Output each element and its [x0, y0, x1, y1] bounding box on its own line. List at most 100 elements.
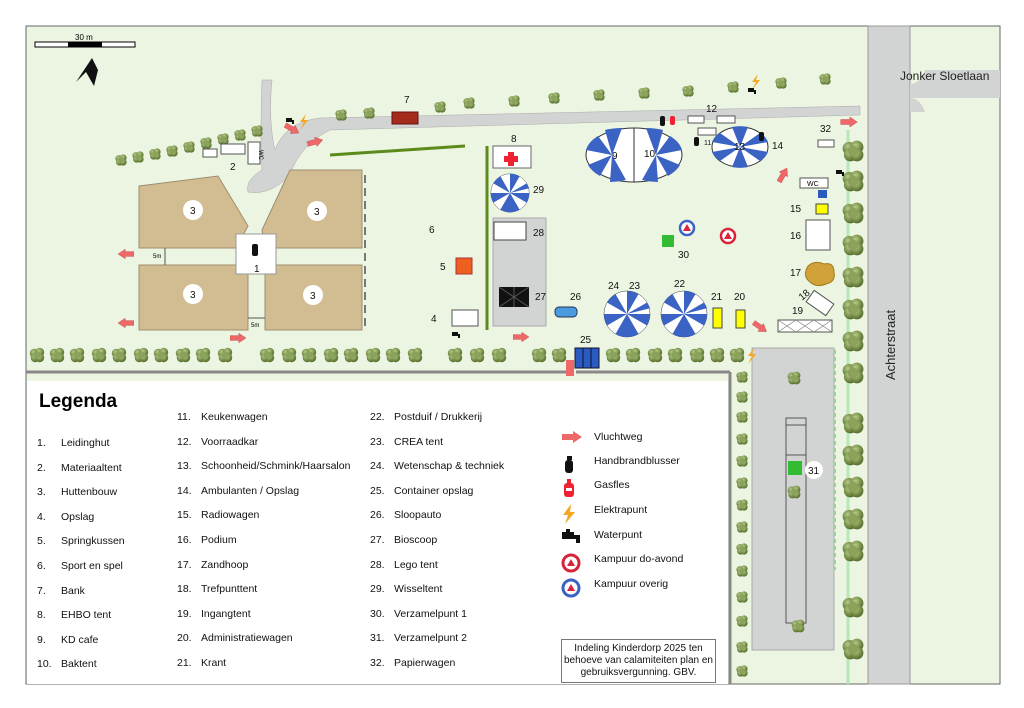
- water-tap-icon: [561, 529, 583, 546]
- marker-27: 27: [535, 292, 547, 303]
- marker-20: 20: [734, 292, 746, 303]
- legend-item-label: Voorraadkar: [201, 435, 259, 448]
- legend-item: 2.Materiaaltent: [37, 462, 122, 474]
- legend-item-number: 12.: [177, 435, 192, 448]
- marker-1: 1: [254, 264, 260, 275]
- legend-note: Indeling Kinderdorp 2025 ten behoeve van…: [561, 639, 716, 683]
- legend-item: 3. Huttenbouw: [37, 486, 117, 498]
- sand-pile: [804, 261, 835, 287]
- legend-item-label: Radiowagen: [201, 509, 260, 522]
- assembly-point-2-icon: [788, 461, 802, 475]
- legend-item-number: 8.: [37, 609, 46, 622]
- legend-item: 5. Springkussen: [37, 535, 125, 547]
- legend-symbol-row: Vluchtweg: [561, 431, 642, 446]
- legend-item: 23.CREA tent: [370, 436, 443, 448]
- marker-5: 5: [440, 262, 446, 273]
- legend-item: 8. EHBO tent: [37, 609, 111, 621]
- legend-symbol-row: Waterpunt: [561, 529, 642, 546]
- gas-bottle-icon: [670, 116, 675, 125]
- legend-item-number: 22.: [370, 411, 385, 423]
- scale-label: 30 m: [75, 33, 93, 42]
- legend-item-label: Springkussen: [61, 535, 125, 548]
- legend-symbol-row: Handbrandblusser: [561, 455, 680, 476]
- legend-item-label: Sloopauto: [394, 509, 442, 522]
- marker-10: 10: [644, 149, 656, 160]
- legend-item-number: 20.: [177, 632, 192, 645]
- legend-item-number: 6.: [37, 560, 46, 572]
- assembly-point-1-icon: [662, 235, 674, 247]
- legend-symbol-label: Waterpunt: [594, 529, 643, 541]
- marker-3: 3: [310, 291, 316, 302]
- legend-item-number: 2.: [37, 461, 46, 474]
- legend-item-number: 32.: [370, 657, 385, 669]
- legend-item-label: Bank: [61, 584, 85, 597]
- legend-symbol-row: Gasfles: [561, 479, 630, 500]
- escape-route-arrow-icon: [561, 431, 583, 446]
- legend-symbol-label: Vluchtweg: [594, 431, 643, 443]
- street-jonker-sloetlaan: Jonker Sloetlaan: [900, 69, 989, 83]
- legend-item-number: 21.: [177, 657, 192, 669]
- marker-28: 28: [533, 228, 545, 239]
- legend-item: 24.Wetenschap & techniek: [370, 460, 504, 472]
- fire-extinguisher-icon: [694, 137, 699, 146]
- marker-14: 14: [772, 141, 784, 152]
- legend-item-label: Papierwagen: [394, 657, 456, 669]
- marker-24: 24: [608, 281, 620, 292]
- legend-item: 31.Verzamelpunt 2: [370, 632, 467, 644]
- legend-item: 20.Administratiewagen: [177, 632, 293, 644]
- marker-15: 15: [790, 204, 802, 215]
- legend-item-label: Zandhoop: [201, 558, 249, 571]
- legend-item-number: 19.: [177, 607, 192, 620]
- legend-item: 12. Voorraadkar: [177, 436, 258, 448]
- legend-item-label: Sport en spel: [61, 560, 123, 572]
- legend-item-label: Opslag: [61, 510, 95, 523]
- legend-item-number: 5.: [37, 535, 46, 548]
- legend-item-label: Ambulanten / Opslag: [201, 484, 300, 497]
- water-tap-icon: [452, 332, 460, 338]
- legend-item: 18.Trefpunttent: [177, 583, 257, 595]
- north-arrow-icon: [76, 58, 98, 86]
- legend-item-label: Podium: [201, 534, 237, 546]
- legend-item: 1. Leidinghut: [37, 437, 109, 449]
- legend-item: 17. Zandhoop: [177, 559, 248, 571]
- legend-symbol-label: Handbrandblusser: [594, 455, 680, 467]
- legend-item: 13. Schoonheid/Schmink/Haarsalon: [177, 460, 350, 472]
- legend-item-label: Huttenbouw: [61, 486, 118, 499]
- wc-label-east: WC: [807, 181, 819, 188]
- legend-item: 22.Postduif / Drukkerij: [370, 411, 482, 423]
- legend-item-number: 3.: [37, 486, 46, 499]
- legend-item-label: EHBO tent: [61, 609, 112, 622]
- gas-bottle-icon: [561, 479, 577, 500]
- legend-item: 30.Verzamelpunt 1: [370, 608, 467, 620]
- marker-11: 11: [704, 140, 711, 147]
- legend-item: 32. Papierwagen: [370, 657, 455, 669]
- legend-item-number: 1.: [37, 437, 46, 449]
- legend-item: 14. Ambulanten / Opslag: [177, 485, 299, 497]
- legend-item-number: 28.: [370, 558, 385, 571]
- legend-symbol-label: Gasfles: [594, 479, 630, 491]
- legend-item-label: Schoonheid/Schmink/Haarsalon: [201, 460, 351, 473]
- marker-4: 4: [431, 314, 437, 325]
- first-aid-cross-icon: [504, 152, 518, 166]
- dim-label-south: 5m: [251, 323, 259, 329]
- electricity-icon: [300, 114, 308, 130]
- water-tap-icon: [748, 88, 756, 94]
- legend-item: 28.Lego tent: [370, 559, 438, 571]
- legend-item: 10.Baktent: [37, 658, 97, 670]
- legend-item-label: Trefpunttent: [201, 583, 258, 596]
- legend-item-number: 30.: [370, 607, 385, 620]
- legend-item-number: 23.: [370, 435, 385, 448]
- legend-item-number: 13.: [177, 460, 192, 473]
- legend-item-label: Bioscoop: [394, 534, 438, 546]
- legend-item-label: Leidinghut: [61, 437, 110, 449]
- legend-item-number: 17.: [177, 558, 192, 571]
- marker-8: 8: [511, 134, 517, 145]
- campfire-evening-icon: [561, 553, 581, 576]
- legend-item-number: 4.: [37, 510, 46, 523]
- legend-item-number: 7.: [37, 584, 46, 597]
- legend-item-number: 27.: [370, 534, 385, 546]
- legend-item-number: 14.: [177, 484, 192, 497]
- legend-item-label: KD cafe: [61, 633, 99, 646]
- legend-item-label: Wisseltent: [394, 583, 443, 596]
